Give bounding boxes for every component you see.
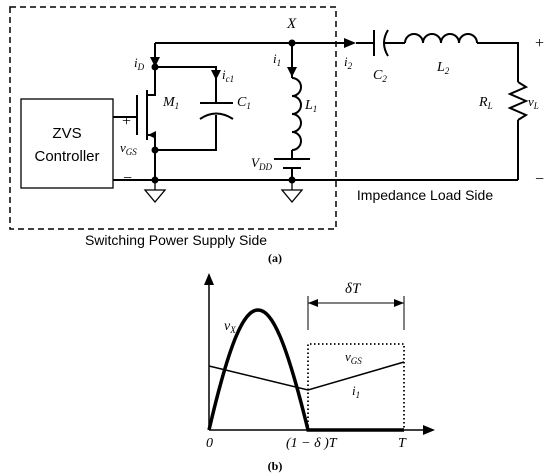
i1-wave-label: i1 [352,383,360,400]
delta-t-label: δT [345,281,362,297]
controller-label-line2: Controller [34,148,99,165]
load-plus: + [535,35,544,52]
load-side-label: Impedance Load Side [357,187,493,203]
id-arrow [150,57,160,67]
vdd-label: VDD [251,155,272,172]
inductor-l1 [291,77,302,151]
vgs-minus: − [123,170,132,187]
tick-t: T [398,436,407,451]
l1-label: L1 [304,98,317,114]
tick-one-minus-delta-t: (1 − δ )T [286,436,338,451]
i2-arrow [344,38,356,48]
vx-label: vX [224,319,236,335]
vgs-wave-label: vGS [345,349,362,366]
ground-symbol [280,180,304,204]
junction-dot [151,63,159,71]
load-minus: − [535,171,544,188]
circuit-diagram: ZVS Controller [9,6,544,265]
vgs-waveform [307,343,405,430]
resistor-rl [507,81,529,121]
m1-label: M1 [162,95,179,111]
ic1-arrow [211,70,221,80]
mosfet-arrow [148,131,156,139]
capacitor-c1 [199,102,234,120]
supply-side-boundary [9,6,337,230]
supply-side-label: Switching Power Supply Side [85,232,267,248]
ic1-label: ic1 [222,67,234,84]
id-label: iD [134,55,145,72]
i1-arrow [287,67,297,77]
c2-label: C2 [373,68,387,84]
i1-label: i1 [273,51,281,68]
vdd-source [274,158,310,169]
vgs-label: vGS [120,140,137,157]
y-axis-arrow [204,273,214,285]
i1-waveform [208,361,405,391]
vx-waveform [207,308,404,432]
tick-zero: 0 [206,436,213,451]
mosfet-m1 [136,90,156,180]
caption-a: (a) [268,251,282,265]
ground-symbol [143,180,167,204]
c1-label: C1 [237,95,251,111]
node-x-label: X [286,16,297,32]
vgs-plus: + [122,113,131,130]
caption-b: (b) [268,459,283,473]
junction-dot [151,146,159,154]
i2-label: i2 [344,54,353,71]
node-x-junction [288,39,296,47]
l2-label: L2 [436,60,450,76]
x-axis-arrow [423,425,435,435]
vl-label: vL [528,94,539,111]
controller-label-line1: ZVS [52,125,81,142]
rl-label: RL [478,95,493,111]
zvs-controller-box [20,98,114,189]
waveform-diagram: vX vGS i1 δT 0 (1 − δ )T T (b) [204,273,435,473]
inductor-l2 [404,33,478,44]
